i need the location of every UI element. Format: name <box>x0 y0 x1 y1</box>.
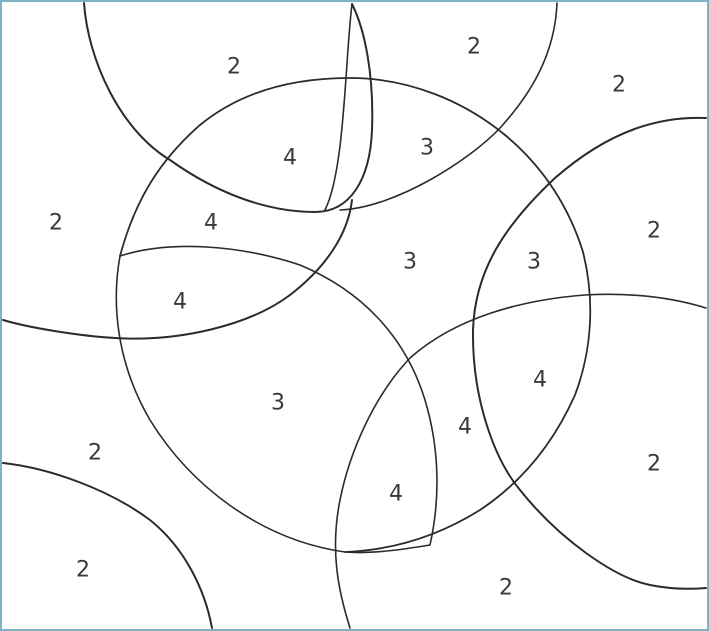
region-label: 3 <box>420 136 434 161</box>
circle-lower-right <box>334 293 707 629</box>
region-label: 3 <box>527 250 541 275</box>
region-label: 4 <box>204 211 218 236</box>
region-label: 4 <box>173 290 187 315</box>
region-label: 3 <box>271 391 285 416</box>
region-label: 4 <box>458 415 472 440</box>
circle-right <box>471 116 707 590</box>
region-label: 2 <box>88 441 102 466</box>
circle-left <box>2 199 353 340</box>
region-label: 2 <box>499 576 513 601</box>
region-label: 4 <box>533 368 547 393</box>
region-label: 2 <box>467 35 481 60</box>
circle-center <box>119 77 592 553</box>
region-label: 2 <box>612 73 626 98</box>
region-label: 3 <box>403 250 417 275</box>
circle-lower-middle <box>115 245 438 554</box>
region-label: 4 <box>389 482 403 507</box>
region-label: 4 <box>283 146 297 171</box>
circle-top-right <box>324 2 558 211</box>
region-label: 2 <box>647 452 661 477</box>
region-label: 2 <box>49 211 63 236</box>
region-label: 2 <box>647 219 661 244</box>
circle-top <box>83 2 374 213</box>
region-label: 2 <box>227 55 241 80</box>
region-label: 2 <box>76 558 90 583</box>
circle-bottom-left <box>2 462 213 629</box>
